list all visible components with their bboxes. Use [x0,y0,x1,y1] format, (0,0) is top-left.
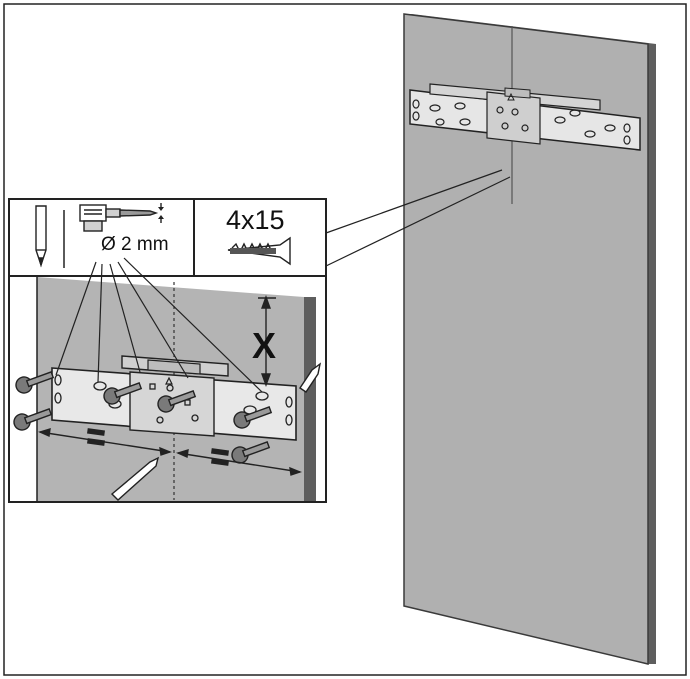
screw-size-label: 4x15 [226,205,285,235]
drill-diameter-label: Ø 2 mm [101,234,169,255]
dimension-x-label: X [252,325,276,366]
mounting-bracket-overview [409,83,641,151]
callout-lines [325,169,511,267]
screw-icon [227,236,291,266]
drill-icon [79,203,164,232]
door-panel [403,13,656,665]
pencil-icon [110,362,322,501]
tools-box [8,198,327,277]
inset-detail [8,257,327,503]
pencil-icon [35,205,47,268]
